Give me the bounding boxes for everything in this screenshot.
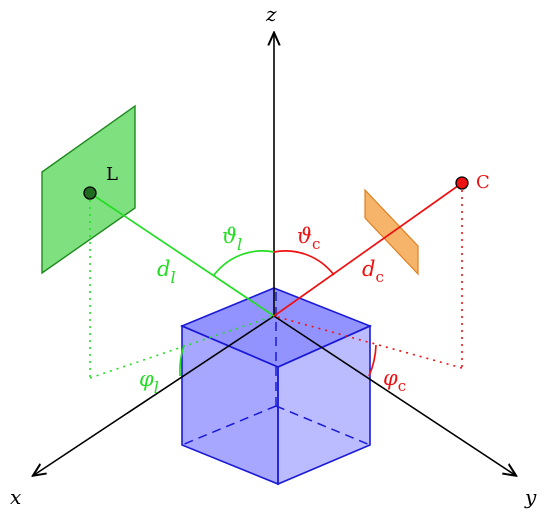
light-azimuth-arc (179, 344, 185, 377)
camera-projection-line (273, 315, 463, 369)
cube-right-face (277, 324, 371, 486)
light-polar-arc (213, 250, 275, 276)
light-projection-line (89, 315, 275, 379)
cube-hidden-edge (275, 405, 371, 446)
cube (179, 287, 373, 486)
light-source-point (83, 186, 97, 200)
light-direction-line (89, 192, 275, 317)
x-axis (34, 315, 275, 475)
camera-label: C (476, 172, 490, 193)
y-axis (273, 315, 515, 475)
camera-polar-arc (273, 250, 335, 276)
z-axis-label: z (265, 2, 277, 26)
x-axis-label: x (10, 485, 21, 509)
camera-azimuth-arc (368, 344, 377, 377)
camera-point (455, 176, 469, 190)
light-distance-label: dl (157, 257, 176, 287)
camera-polar-angle-label: ϑc (297, 224, 320, 253)
y-axis-label: y (524, 485, 537, 509)
camera-distance-label: dc (362, 257, 384, 286)
cube-hidden-edge (181, 405, 277, 446)
light-polar-angle-label: ϑl (222, 224, 242, 254)
camera-direction-line (273, 182, 463, 317)
light-azimuth-angle-label: φl (139, 367, 159, 397)
light-source-label: L (106, 164, 118, 185)
camera-azimuth-angle-label: φc (383, 366, 406, 395)
